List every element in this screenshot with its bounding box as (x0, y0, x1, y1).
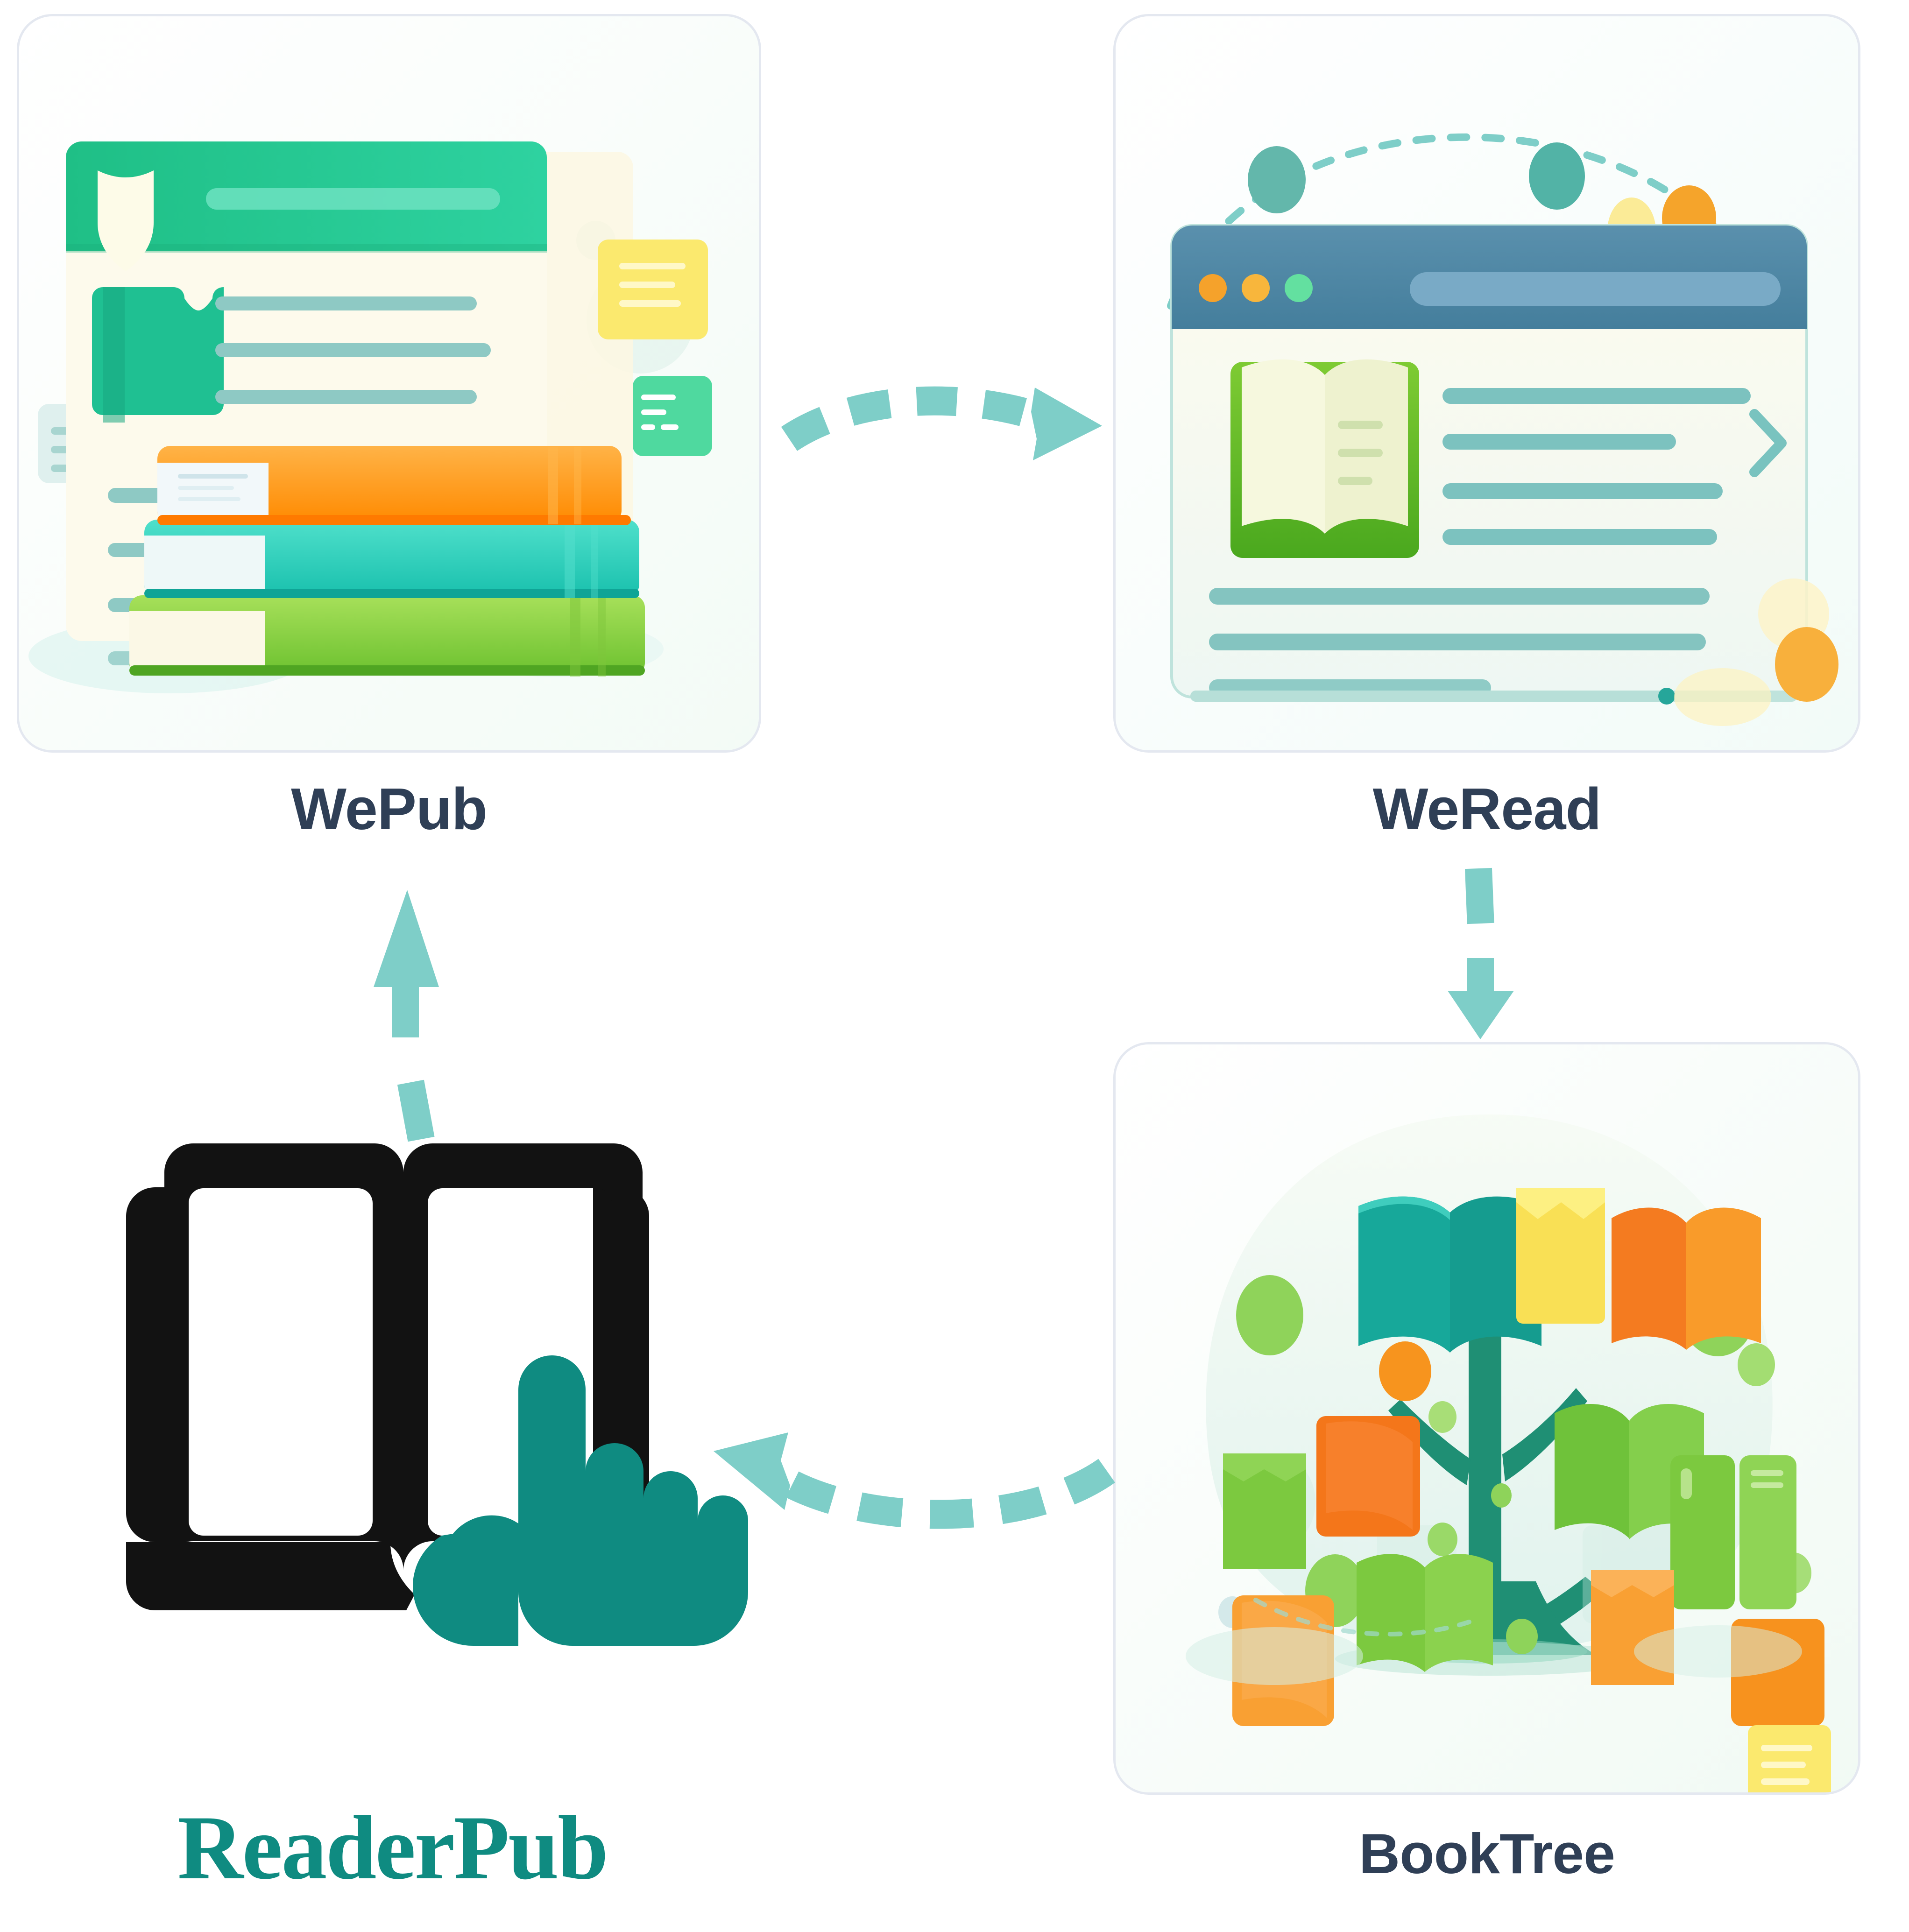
node-label-wepub: WePub (291, 776, 488, 842)
sticky-note-yellow (598, 240, 708, 339)
brand-logo-icon (98, 1132, 752, 1646)
node-card-wepub[interactable] (17, 14, 761, 753)
browser-url-bar (1410, 272, 1781, 306)
decorative-dot-teal (1529, 142, 1585, 210)
node-label-weread: WeRead (1372, 776, 1602, 842)
arrow-booktree-to-readerpub (714, 1432, 1115, 1529)
book-green-left (1223, 1453, 1306, 1569)
booktree-illustration-svg (1116, 1044, 1858, 1792)
wepub-illustration-svg (19, 16, 759, 750)
arrow-wepub-to-weread (781, 386, 1102, 460)
books-standing-green (1670, 1455, 1796, 1609)
decorative-dashed-ground (1253, 1598, 1473, 1636)
traffic-light-orange (1199, 274, 1227, 302)
book-yellow (1516, 1188, 1605, 1324)
wepub-illustration (19, 16, 759, 750)
book-open-orange (1612, 1207, 1761, 1350)
sticky-note-green (633, 376, 712, 456)
pointing-hand-shape (413, 1355, 748, 1646)
node-label-booktree: BookTree (1359, 1822, 1615, 1885)
book-open-green-lower (1357, 1554, 1493, 1672)
book-open-teal (1358, 1196, 1541, 1353)
booktree-illustration (1116, 1044, 1858, 1792)
open-book-shape (126, 1143, 649, 1610)
arrow-weread-to-booktree (1448, 867, 1514, 1039)
open-book-thumbnail (1230, 359, 1419, 558)
decorative-dot-teal (1248, 146, 1306, 213)
traffic-light-green (1285, 274, 1313, 302)
traffic-light-amber (1242, 274, 1270, 302)
decorative-dot-orange (1775, 627, 1838, 702)
node-card-booktree[interactable] (1113, 1042, 1860, 1795)
book-stack-illustration (129, 446, 645, 677)
weread-illustration-svg (1116, 16, 1858, 750)
node-card-weread[interactable] (1113, 14, 1860, 753)
arrow-readerpub-to-wepub (374, 890, 439, 1142)
chevron-right-icon (1749, 409, 1787, 477)
sticky-note-yellow (1748, 1725, 1831, 1792)
open-book-with-pointing-hand-icon (126, 1143, 748, 1646)
brand-wordmark: ReaderPub (177, 1797, 608, 1898)
weread-illustration (1116, 16, 1858, 750)
